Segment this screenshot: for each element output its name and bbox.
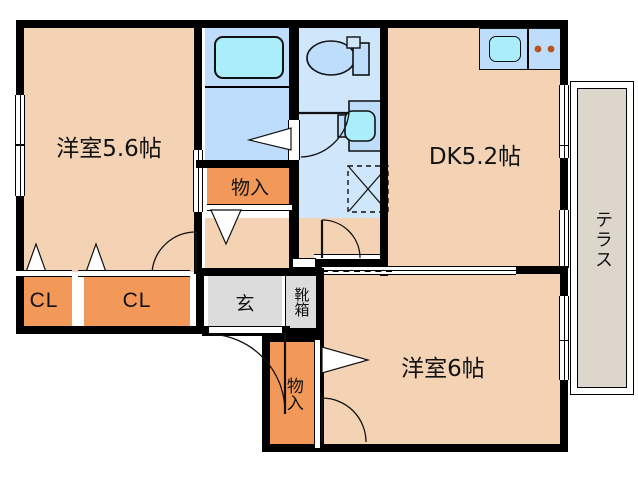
wall-dk-right-mid xyxy=(560,158,568,210)
wall-bedroomleft-bath xyxy=(194,20,202,150)
label-shoebox: 靴箱 xyxy=(286,278,316,326)
closet-large-fill xyxy=(84,276,190,326)
wall-bedroomright-right-lower xyxy=(560,380,568,452)
counter-divider xyxy=(527,29,529,69)
wall-left-mid xyxy=(16,196,24,330)
wall-bedroomright-bottom xyxy=(262,444,568,452)
monoire-bottom-fill xyxy=(268,340,316,448)
wall-bottom-left xyxy=(16,326,290,334)
bathtub-icon xyxy=(214,36,284,79)
bath-divider xyxy=(205,86,293,88)
wall-bath-washroom-lower xyxy=(289,160,299,274)
washroom-door-sill xyxy=(314,254,380,260)
terrace-door-lower-rail xyxy=(564,210,566,268)
room-fill-bedroom-left xyxy=(22,26,194,272)
label-closet-small: CL xyxy=(29,289,59,312)
label-bedroom-right: 洋室6帖 xyxy=(401,356,485,382)
closet-large-door-swing xyxy=(150,230,198,274)
wall-washroom-bottom xyxy=(293,258,388,266)
gas-stove-icon xyxy=(531,30,559,68)
wall-monoire-bottom-left xyxy=(262,334,270,452)
label-closet-large: CL xyxy=(122,289,152,312)
door-bedroomleft-rail xyxy=(198,150,200,212)
window-bedroomright-rail xyxy=(564,296,566,380)
monoire-top-door-fold xyxy=(207,208,253,248)
wall-bath-washroom xyxy=(289,20,299,120)
wall-washroom-dk xyxy=(380,20,388,276)
wall-dk-right-upper xyxy=(560,20,568,85)
hall-small-door-leaf xyxy=(292,258,316,268)
wall-left-upper xyxy=(16,20,24,95)
fusuma-rail xyxy=(322,270,516,272)
label-terrace-text: テラス xyxy=(592,210,613,270)
label-terrace: テラス xyxy=(580,190,624,290)
label-monoire-top: 物入 xyxy=(230,176,269,199)
bath-door-swing xyxy=(297,105,357,161)
terrace-fill xyxy=(577,88,627,388)
entrance-door-swing xyxy=(205,330,295,418)
terrace-door-upper-rail xyxy=(564,85,566,158)
shoebox-fill xyxy=(285,276,317,328)
fusuma-dashed-leaf xyxy=(322,270,392,272)
monoire-top-fill xyxy=(207,168,292,204)
label-monoire-bottom: 物入 xyxy=(272,358,312,430)
bath-sliding-mark xyxy=(243,124,295,154)
monoire-top-sill xyxy=(207,204,292,211)
label-dk: DK5.2帖 xyxy=(428,144,522,170)
window-bedroomright-mullion xyxy=(559,340,569,342)
monoire-bottom-door-fold xyxy=(320,344,372,376)
terrace-door-upper-mullion xyxy=(559,145,569,147)
washroom-door-swing xyxy=(316,216,382,260)
toilet-icon xyxy=(305,30,381,82)
monoire-bottom-sill xyxy=(314,340,321,448)
wall-genkan-top xyxy=(202,268,322,276)
kitchen-sink-icon xyxy=(489,36,521,62)
closet-large-sill xyxy=(78,270,190,277)
wall-under-bath xyxy=(196,160,293,168)
label-monoire-bottom-text: 物入 xyxy=(282,377,303,411)
wall-genkan-right xyxy=(316,268,324,334)
terrace-outer-frame xyxy=(570,81,634,395)
label-shoebox-text: 靴箱 xyxy=(292,287,311,317)
wall-bedroomright-right-upper xyxy=(560,274,568,296)
label-bedroom-left: 洋室5.6帖 xyxy=(56,136,162,162)
genkan-fill xyxy=(208,276,282,328)
closet-small-sill xyxy=(16,270,72,277)
closet-small-fill xyxy=(16,276,72,326)
window-left-rail xyxy=(20,95,22,196)
monoire-bottom-door-swing xyxy=(320,396,372,446)
label-genkan: 玄 xyxy=(235,292,255,315)
entrance-door-opening xyxy=(209,326,282,334)
wall-bedroomleft-bath-lower xyxy=(194,212,202,274)
closet-large-door-fold xyxy=(80,240,140,274)
closet-small-door-fold xyxy=(16,240,72,274)
wall-monoire-bottom-top xyxy=(262,334,324,342)
wall-genkan-left xyxy=(196,268,204,334)
